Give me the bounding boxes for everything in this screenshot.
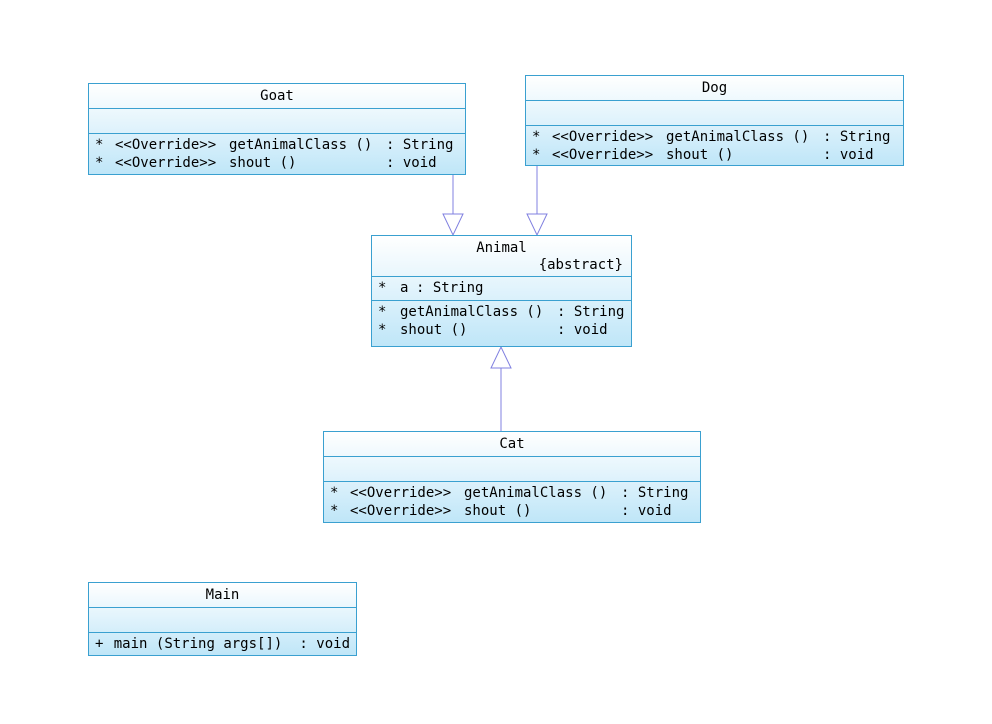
- operation-name: getAnimalClass (): [464, 485, 608, 501]
- attributes-section: [526, 100, 903, 125]
- class-name: Dog: [701, 80, 728, 96]
- visibility: *: [330, 485, 339, 501]
- operation-name: getAnimalClass (): [400, 304, 544, 320]
- visibility: *: [378, 322, 387, 338]
- attributes-section: [89, 108, 465, 133]
- operation-name: shout (): [666, 147, 734, 163]
- class-dog[interactable]: Dog * <<Override>> getAnimalClass () : S…: [525, 75, 904, 166]
- stereotype: <<Override>>: [350, 485, 452, 501]
- operations-section: * <<Override>> getAnimalClass () : Strin…: [324, 481, 700, 522]
- abstract-modifier: {abstract}: [538, 257, 623, 273]
- return-type: : void: [557, 322, 608, 338]
- operation-name: shout (): [400, 322, 468, 338]
- goat-generalization-arrow: [442, 175, 464, 237]
- return-type: : String: [557, 304, 625, 320]
- class-animal[interactable]: Animal {abstract} * a : String * getAnim…: [371, 235, 632, 347]
- attributes-section: [89, 607, 356, 632]
- operation-name: getAnimalClass (): [229, 137, 373, 153]
- operation-row: * <<Override>> getAnimalClass () : Strin…: [532, 128, 897, 146]
- attributes-section: [324, 456, 700, 481]
- stereotype: <<Override>>: [552, 129, 654, 145]
- visibility: *: [95, 137, 104, 153]
- class-goat[interactable]: Goat * <<Override>> getAnimalClass () : …: [88, 83, 466, 175]
- attribute-type: : String: [416, 280, 484, 296]
- class-main[interactable]: Main + main (String args[]) : void: [88, 582, 357, 656]
- return-type: : void: [299, 636, 350, 652]
- class-cat[interactable]: Cat * <<Override>> getAnimalClass () : S…: [323, 431, 701, 523]
- return-type: : void: [386, 155, 437, 171]
- operation-row: + main (String args[]) : void: [95, 635, 350, 653]
- stereotype: <<Override>>: [552, 147, 654, 163]
- operation-row: * <<Override>> shout () : void: [330, 502, 694, 520]
- operation-row: * <<Override>> getAnimalClass () : Strin…: [330, 484, 694, 502]
- operation-row: * <<Override>> getAnimalClass () : Strin…: [95, 136, 459, 154]
- attribute-name: a: [400, 280, 409, 296]
- stereotype: <<Override>>: [350, 503, 452, 519]
- operations-section: * <<Override>> getAnimalClass () : Strin…: [526, 125, 903, 166]
- class-name: Animal: [476, 240, 527, 256]
- class-name: Goat: [260, 88, 294, 104]
- operation-row: * <<Override>> shout () : void: [95, 154, 459, 172]
- return-type: : String: [386, 137, 454, 153]
- attribute-row: * a : String: [378, 279, 625, 297]
- operations-section: + main (String args[]) : void: [89, 632, 356, 655]
- operation-row: * <<Override>> shout () : void: [532, 146, 897, 164]
- operation-name: shout (): [464, 503, 532, 519]
- stereotype: <<Override>>: [115, 137, 217, 153]
- visibility: *: [378, 280, 387, 296]
- operations-section: * <<Override>> getAnimalClass () : Strin…: [89, 133, 465, 174]
- operation-name: getAnimalClass (): [666, 129, 810, 145]
- cat-generalization-arrow: [490, 345, 512, 431]
- visibility: *: [330, 503, 339, 519]
- return-type: : String: [621, 485, 689, 501]
- return-type: : void: [621, 503, 672, 519]
- visibility: *: [95, 155, 104, 171]
- operation-row: * shout () : void: [378, 321, 625, 339]
- class-name: Cat: [499, 436, 525, 452]
- return-type: : void: [823, 147, 874, 163]
- class-name: Main: [205, 587, 240, 603]
- dog-generalization-arrow: [526, 166, 548, 237]
- attributes-section: * a : String: [372, 276, 631, 300]
- operation-name: main (String args[]): [113, 636, 283, 652]
- operation-name: shout (): [229, 155, 297, 171]
- operation-row: * getAnimalClass () : String: [378, 303, 625, 321]
- return-type: : String: [823, 129, 891, 145]
- visibility: *: [378, 304, 387, 320]
- visibility: *: [532, 147, 541, 163]
- visibility: +: [95, 636, 104, 652]
- operations-section: * getAnimalClass () : String * shout () …: [372, 300, 631, 341]
- visibility: *: [532, 129, 541, 145]
- stereotype: <<Override>>: [115, 155, 217, 171]
